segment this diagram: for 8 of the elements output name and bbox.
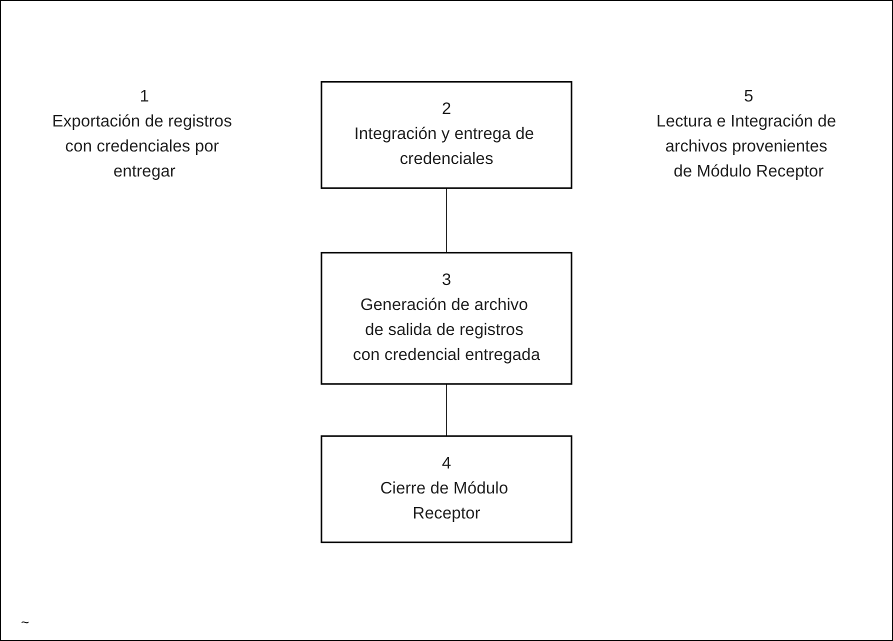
connector [446, 188, 448, 252]
note-text: ~ [21, 614, 30, 630]
connector [446, 384, 448, 436]
node-text: 5 Lectura e Integración de archivos provenientes de Módulo Receptor [656, 88, 836, 180]
node-box: 3 Generación de archivo de salida de registros con credencial entregada [320, 252, 572, 384]
node-text: 1 Exportación de registros con credenciales por entregar [52, 88, 232, 180]
node-box: 2 Integración y entrega de credenciales [320, 80, 572, 189]
node-box: 4 Cierre de Módulo Receptor [320, 434, 572, 543]
